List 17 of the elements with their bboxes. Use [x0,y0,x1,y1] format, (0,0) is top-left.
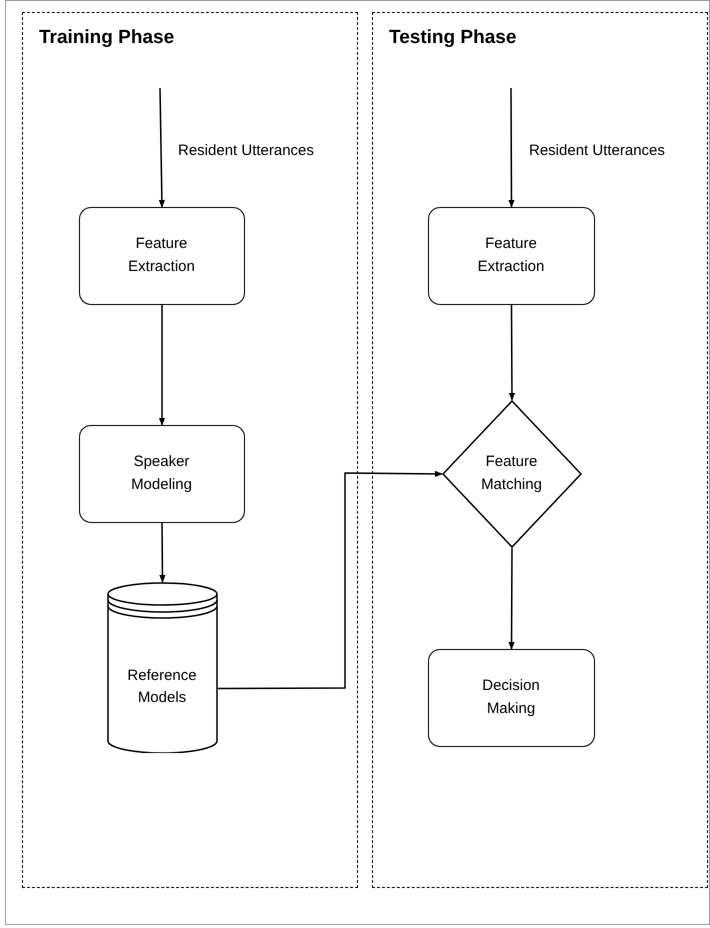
arrow [218,470,443,690]
arrow [508,88,515,208]
process-box: Decision Making [428,648,594,746]
node-label: Feature Matching [480,452,543,494]
arrow [159,523,166,583]
process-box: Feature Extraction [78,206,244,304]
arrow [158,305,166,426]
process-box: Feature Extraction [428,206,594,304]
arrow [508,548,515,650]
process-box: Speaker Modeling [78,424,244,522]
panel-title: Testing Phase [389,27,516,49]
phase-panel [372,12,708,888]
panel-title: Training Phase [39,27,174,49]
phase-panel [22,12,358,888]
node-label: Reference Models [126,666,198,708]
arrow [508,305,516,401]
arrow [158,88,166,208]
